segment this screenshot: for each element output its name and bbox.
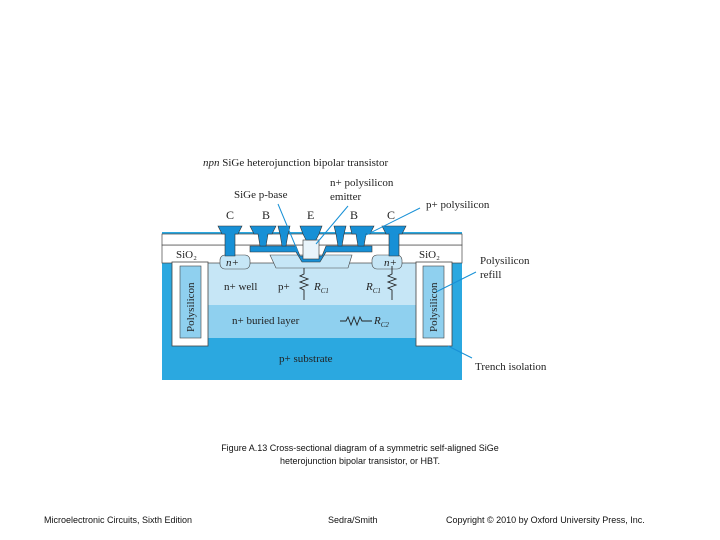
label-rc1-right: RC1 — [365, 281, 381, 295]
label-emitter: emitter — [330, 191, 361, 203]
terminal-c-right: C — [387, 208, 395, 222]
caption-line-1: Figure A.13 Cross-sectional diagram of a… — [221, 443, 499, 453]
contact-b-right2 — [349, 225, 375, 247]
metal-contacts — [217, 225, 407, 257]
label-sige-p-base: SiGe p-base — [234, 189, 288, 201]
label-n-plus-left: n+ — [226, 257, 239, 269]
rc1-resistor-right — [386, 266, 398, 300]
contact-e — [299, 225, 323, 241]
label-p-plus: p+ — [278, 281, 290, 293]
label-p-polysilicon: p+ polysilicon — [426, 199, 490, 211]
n-well-region — [172, 262, 452, 305]
label-polysilicon-right: Polysilicon — [428, 282, 440, 332]
polysilicon-refill-left — [179, 265, 202, 339]
contact-c-left — [217, 225, 243, 257]
footer-copyright: Copyright © 2010 by Oxford University Pr… — [446, 515, 645, 525]
label-n-well: n+ well — [224, 281, 257, 293]
p-plus-polysilicon — [249, 245, 373, 263]
contact-c-right — [381, 225, 407, 257]
rc2-resistor — [340, 315, 372, 327]
diagram-title: npn SiGe heterojunction bipolar transist… — [203, 157, 388, 169]
footer-book-title: Microelectronic Circuits, Sixth Edition — [44, 515, 193, 525]
label-polysilicon-refill-2: refill — [480, 269, 501, 281]
n-plus-pocket-right — [371, 254, 403, 270]
label-rc1-left: RC1 — [313, 281, 329, 295]
terminal-b-right: B — [350, 208, 358, 222]
terminal-b-left: B — [262, 208, 270, 222]
footer-authors: Sedra/Smith — [328, 515, 378, 525]
terminal-c-left: C — [226, 208, 234, 222]
label-n-polysilicon: n+ polysilicon — [330, 177, 394, 189]
leader-lines — [277, 203, 477, 359]
terminal-e: E — [307, 208, 314, 222]
label-p-substrate: p+ substrate — [279, 353, 333, 365]
label-sio2-left: SiO₂ — [176, 249, 197, 261]
label-polysilicon-left: Polysilicon — [185, 282, 197, 332]
label-sio2-right: SiO₂ — [419, 249, 440, 261]
label-n-plus-right: n+ — [384, 257, 397, 269]
figure-caption: Figure A.13 Cross-sectional diagram of a… — [0, 442, 720, 468]
rc1-resistor-left — [298, 268, 310, 300]
label-n-buried-layer: n+ buried layer — [232, 315, 300, 327]
caption-line-2: heterojunction bipolar transistor, or HB… — [279, 456, 441, 466]
contact-b-right — [333, 225, 347, 247]
contact-b-left2 — [277, 225, 291, 247]
label-polysilicon-refill-1: Polysilicon — [480, 255, 530, 267]
label-rc2: RC2 — [373, 315, 389, 329]
label-trench-isolation: Trench isolation — [475, 361, 547, 373]
n-buried-layer-region — [172, 305, 452, 338]
polysilicon-refill-right — [422, 265, 445, 339]
contact-b-left — [249, 225, 277, 247]
